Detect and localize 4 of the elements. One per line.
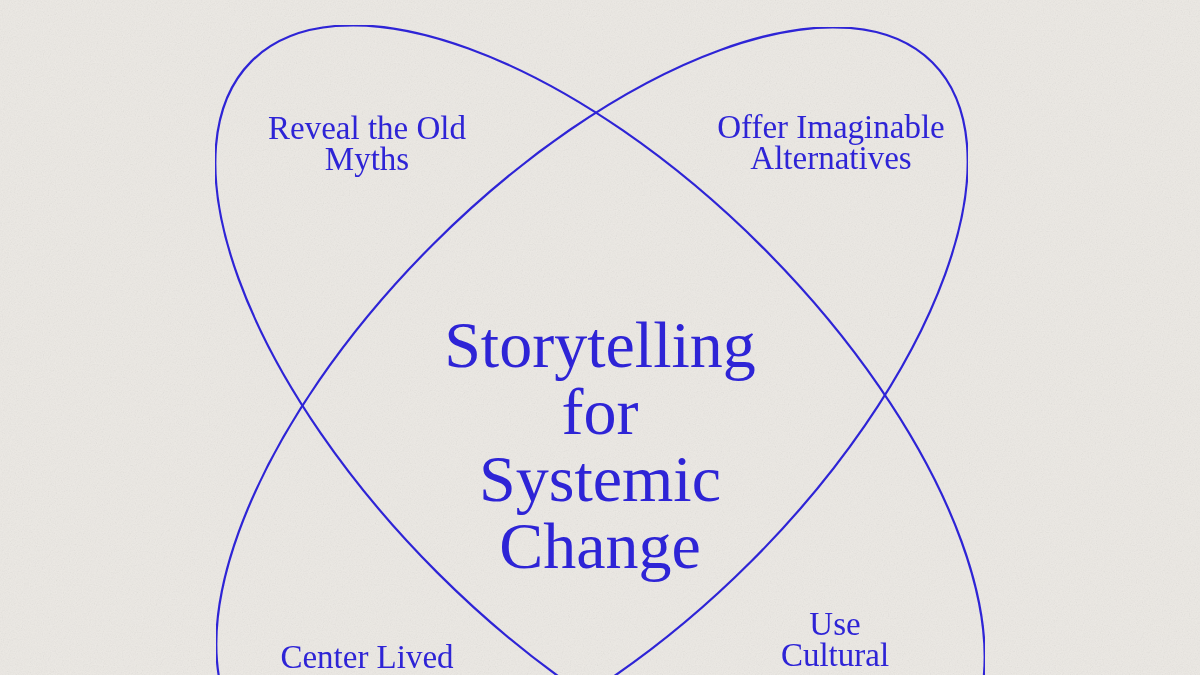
lobe-label: Center Lived [279,642,455,673]
lobe-label: Offer Imaginable Alternatives [716,112,946,174]
lobe-label: Use Cultural [780,609,890,671]
lobe-label: Reveal the Old Myths [267,113,467,175]
